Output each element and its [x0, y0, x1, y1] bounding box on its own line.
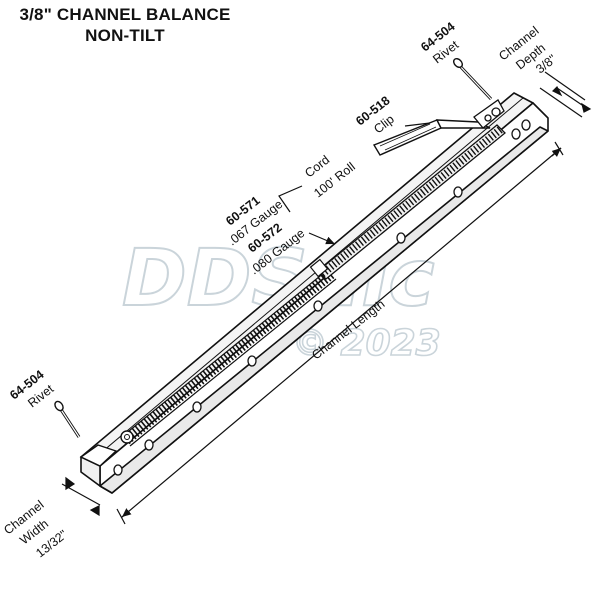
spring-coil	[120, 267, 337, 447]
channel-length-dimension	[116, 141, 564, 525]
leader-lines	[278, 122, 431, 245]
channel-width-dimension	[61, 476, 101, 517]
channel-end-tab	[79, 444, 118, 467]
watermark-sub: © 2023	[292, 323, 441, 364]
top-end-hardware	[473, 99, 505, 129]
diagram-title-line2: NON-TILT	[85, 26, 165, 45]
channel-depth-dimension	[539, 71, 592, 118]
channel-holes	[113, 119, 531, 476]
rivet-top-icon	[452, 57, 493, 101]
diagram-title-line1: 3/8" CHANNEL BALANCE	[19, 5, 231, 24]
balance-tube	[309, 124, 506, 280]
clip-part	[372, 119, 491, 156]
rivet-bottom-icon	[54, 400, 81, 438]
